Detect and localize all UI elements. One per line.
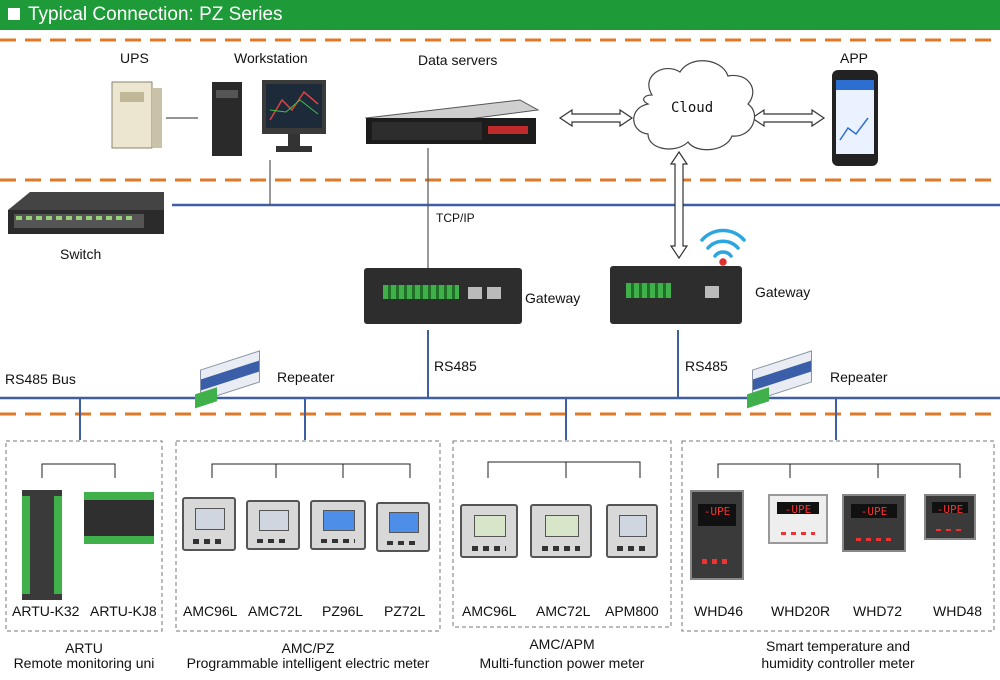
meter-pz96l: [310, 500, 366, 550]
device-label: AMC72L: [536, 603, 591, 619]
title-bar: [0, 0, 1000, 30]
device-label: WHD46: [694, 603, 744, 619]
group-box-whd: [681, 440, 995, 632]
square-bullet-icon: [8, 8, 20, 20]
group-caption-title: AMC/APM: [529, 636, 595, 652]
label-rs485-bus: RS485 Bus: [5, 371, 76, 387]
label-cloud: Cloud: [671, 100, 714, 116]
workstation-device: [212, 80, 326, 156]
phone-device: [832, 70, 878, 166]
device-label: AMC96L: [183, 603, 238, 619]
label-rs485-left: RS485: [434, 358, 477, 374]
device-label: ARTU-K32: [12, 603, 80, 619]
double-arrow-cloud-gateway: [669, 150, 689, 260]
meter-amc72l-apm: [530, 504, 592, 558]
label-workstation: Workstation: [234, 50, 308, 66]
group-caption-subtitle: humidity controller meter: [761, 655, 915, 671]
group-box-amc-pz: [175, 440, 441, 632]
artu-kj8-device: [84, 492, 154, 544]
wifi-icon: [700, 228, 746, 266]
group-box-amc-apm: [452, 440, 672, 628]
controller-whd72: -UPE: [842, 494, 906, 552]
controller-whd46: -UPE: [690, 490, 744, 580]
meter-amc96l-apm: [460, 504, 518, 558]
group-caption-title: ARTU: [65, 640, 103, 656]
controller-whd20r: -UPE: [768, 494, 828, 544]
double-arrow-cloud-app: [750, 108, 826, 128]
controller-whd48: -UPE: [924, 494, 976, 540]
device-label: WHD20R: [771, 603, 831, 619]
server-device: [364, 99, 540, 144]
device-label: WHD48: [933, 603, 983, 619]
double-arrow-server-cloud: [558, 108, 634, 128]
artu-k32-device: [22, 490, 62, 600]
cloud-icon: [633, 60, 755, 151]
label-gateway-left: Gateway: [525, 290, 581, 306]
group-box-artu: [5, 440, 163, 632]
meter-amc72l: [246, 500, 300, 550]
meter-apm800: [606, 504, 658, 558]
device-label: ARTU-KJ8: [90, 603, 157, 619]
device-label: APM800: [605, 603, 659, 619]
device-label: PZ96L: [322, 603, 364, 619]
device-label: PZ72L: [384, 603, 426, 619]
label-repeater-right: Repeater: [830, 369, 888, 385]
device-label: WHD72: [853, 603, 903, 619]
group-caption-title: AMC/PZ: [281, 640, 335, 656]
switch-device: [8, 192, 164, 234]
gateway-left-device: [364, 268, 522, 324]
label-rs485-right: RS485: [685, 358, 728, 374]
label-tcpip: TCP/IP: [436, 211, 475, 225]
gateway-right-device: [610, 266, 742, 324]
group-caption-title: Smart temperature and: [766, 638, 910, 654]
meter-pz72l: [376, 502, 430, 552]
device-label: AMC72L: [248, 603, 303, 619]
section-dividers: [0, 38, 1000, 416]
group-caption-subtitle: Programmable intelligent electric meter: [186, 655, 430, 671]
group-caption-subtitle: Remote monitoring uni: [13, 655, 155, 671]
label-ups: UPS: [120, 50, 149, 66]
device-label: AMC96L: [462, 603, 517, 619]
page-title: Typical Connection: PZ Series: [28, 4, 283, 25]
label-app: APP: [840, 50, 869, 66]
label-data-servers: Data servers: [418, 52, 498, 68]
label-repeater-left: Repeater: [277, 369, 335, 385]
label-gateway-right: Gateway: [755, 284, 811, 300]
group-caption-subtitle: Multi-function power meter: [479, 655, 645, 671]
meter-amc96l: [182, 497, 236, 551]
ups-device: [111, 81, 162, 149]
label-switch: Switch: [60, 246, 102, 262]
